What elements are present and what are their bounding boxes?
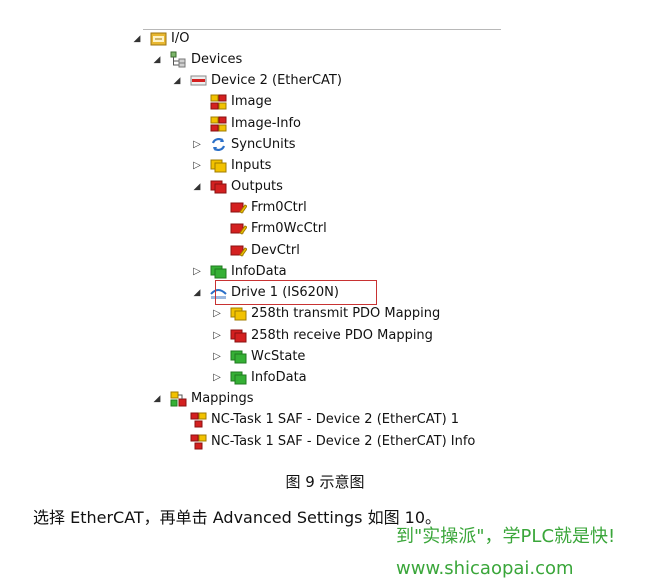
- tree-node-label: Device 2 (EtherCAT): [211, 73, 342, 88]
- tree-node-label: NC-Task 1 SAF - Device 2 (EtherCAT) Info: [211, 434, 476, 449]
- expand-arrow-icon[interactable]: [211, 330, 223, 342]
- collapse-arrow-icon[interactable]: [151, 54, 163, 66]
- tree-node-label: NC-Task 1 SAF - Device 2 (EtherCAT) 1: [211, 412, 460, 427]
- inputs-icon: [210, 159, 227, 173]
- tree-node-label: I/O: [171, 31, 190, 46]
- instruction-text: 选择 EtherCAT，再单击 Advanced Settings 如图 10。: [33, 508, 442, 527]
- tree-node[interactable]: Device 2 (EtherCAT): [171, 70, 342, 91]
- tree-node[interactable]: SyncUnits: [191, 134, 296, 155]
- tree-node-label: Mappings: [191, 391, 254, 406]
- ethercat-device-icon: [190, 75, 207, 86]
- devices-icon: [170, 51, 186, 68]
- image-icon: [210, 94, 227, 110]
- tree-node-label: Drive 1 (IS620N): [231, 285, 339, 300]
- expand-arrow-icon[interactable]: [211, 351, 223, 363]
- tree-top-border: [143, 29, 501, 30]
- tree-node-label: Outputs: [231, 179, 283, 194]
- tree-node-label: DevCtrl: [251, 243, 300, 258]
- output-var-icon: [230, 245, 247, 257]
- mappings-icon: [170, 391, 187, 407]
- output-var-icon: [230, 202, 247, 214]
- tree-node[interactable]: Inputs: [191, 155, 271, 176]
- tree-node-label: InfoData: [231, 264, 287, 279]
- tree-node[interactable]: Mappings: [151, 388, 254, 409]
- tree-node-label: 258th transmit PDO Mapping: [251, 306, 441, 321]
- tree-node[interactable]: DevCtrl: [211, 240, 300, 261]
- tree-node-label: SyncUnits: [231, 137, 296, 152]
- tree-node[interactable]: NC-Task 1 SAF - Device 2 (EtherCAT) Info: [171, 431, 475, 452]
- mapping-item-icon: [190, 412, 207, 428]
- mapping-item-icon: [190, 434, 207, 450]
- tree-node[interactable]: WcState: [211, 346, 305, 367]
- tree-node-label: InfoData: [251, 370, 307, 385]
- tree-node[interactable]: InfoData: [211, 367, 307, 388]
- tree-node-label: Devices: [191, 52, 243, 67]
- expand-arrow-icon[interactable]: [211, 372, 223, 384]
- collapse-arrow-icon[interactable]: [191, 287, 203, 299]
- tree-node-label: WcState: [251, 349, 306, 364]
- tree-node-label: Inputs: [231, 158, 272, 173]
- expand-arrow-icon[interactable]: [191, 139, 203, 151]
- figure-caption: 图 9 示意图: [285, 473, 365, 491]
- tree-node[interactable]: I/O: [131, 28, 189, 49]
- expand-arrow-icon[interactable]: [191, 266, 203, 278]
- tree-node[interactable]: Image-Info: [191, 113, 301, 134]
- outputs-icon: [210, 180, 227, 194]
- tree-node[interactable]: 258th receive PDO Mapping: [211, 325, 433, 346]
- io-folder-icon: [150, 32, 167, 46]
- tree-node-label: Image-Info: [231, 116, 302, 131]
- tree-node-label: 258th receive PDO Mapping: [251, 328, 433, 343]
- output-var-icon: [230, 223, 247, 235]
- tree-node[interactable]: 258th transmit PDO Mapping: [211, 303, 440, 324]
- infodata-icon: [210, 265, 227, 279]
- collapse-arrow-icon[interactable]: [191, 181, 203, 193]
- tree-node-label: Image: [231, 94, 272, 109]
- expand-arrow-icon[interactable]: [211, 308, 223, 320]
- tree-node-label: Frm0Ctrl: [251, 200, 307, 215]
- selection-highlight-box: [215, 280, 377, 305]
- collapse-arrow-icon[interactable]: [151, 393, 163, 405]
- syncunits-icon: [211, 138, 226, 151]
- wcstate-icon: [230, 350, 247, 364]
- expand-arrow-icon[interactable]: [191, 160, 203, 172]
- watermark-url: www.shicaopai.com: [396, 558, 574, 579]
- tree-node-label: Frm0WcCtrl: [251, 221, 327, 236]
- tree-node[interactable]: Devices: [151, 49, 242, 70]
- tree-node[interactable]: Frm0Ctrl: [211, 197, 307, 218]
- tree-node[interactable]: Outputs: [191, 176, 283, 197]
- tree-node[interactable]: NC-Task 1 SAF - Device 2 (EtherCAT) 1: [171, 409, 459, 430]
- image-info-icon: [210, 116, 227, 132]
- tree-node[interactable]: Frm0WcCtrl: [211, 218, 327, 239]
- transmit-pdo-icon: [230, 307, 247, 321]
- tree-node[interactable]: Drive 1 (IS620N): [191, 282, 339, 303]
- drive-icon: [210, 289, 227, 299]
- collapse-arrow-icon[interactable]: [171, 75, 183, 87]
- receive-pdo-icon: [230, 329, 247, 343]
- collapse-arrow-icon[interactable]: [131, 33, 143, 45]
- tree-node[interactable]: InfoData: [191, 261, 287, 282]
- infodata-icon: [230, 371, 247, 385]
- watermark-slogan: 到"实操派"，学PLC就是快!: [396, 526, 616, 547]
- tree-node[interactable]: Image: [191, 91, 272, 112]
